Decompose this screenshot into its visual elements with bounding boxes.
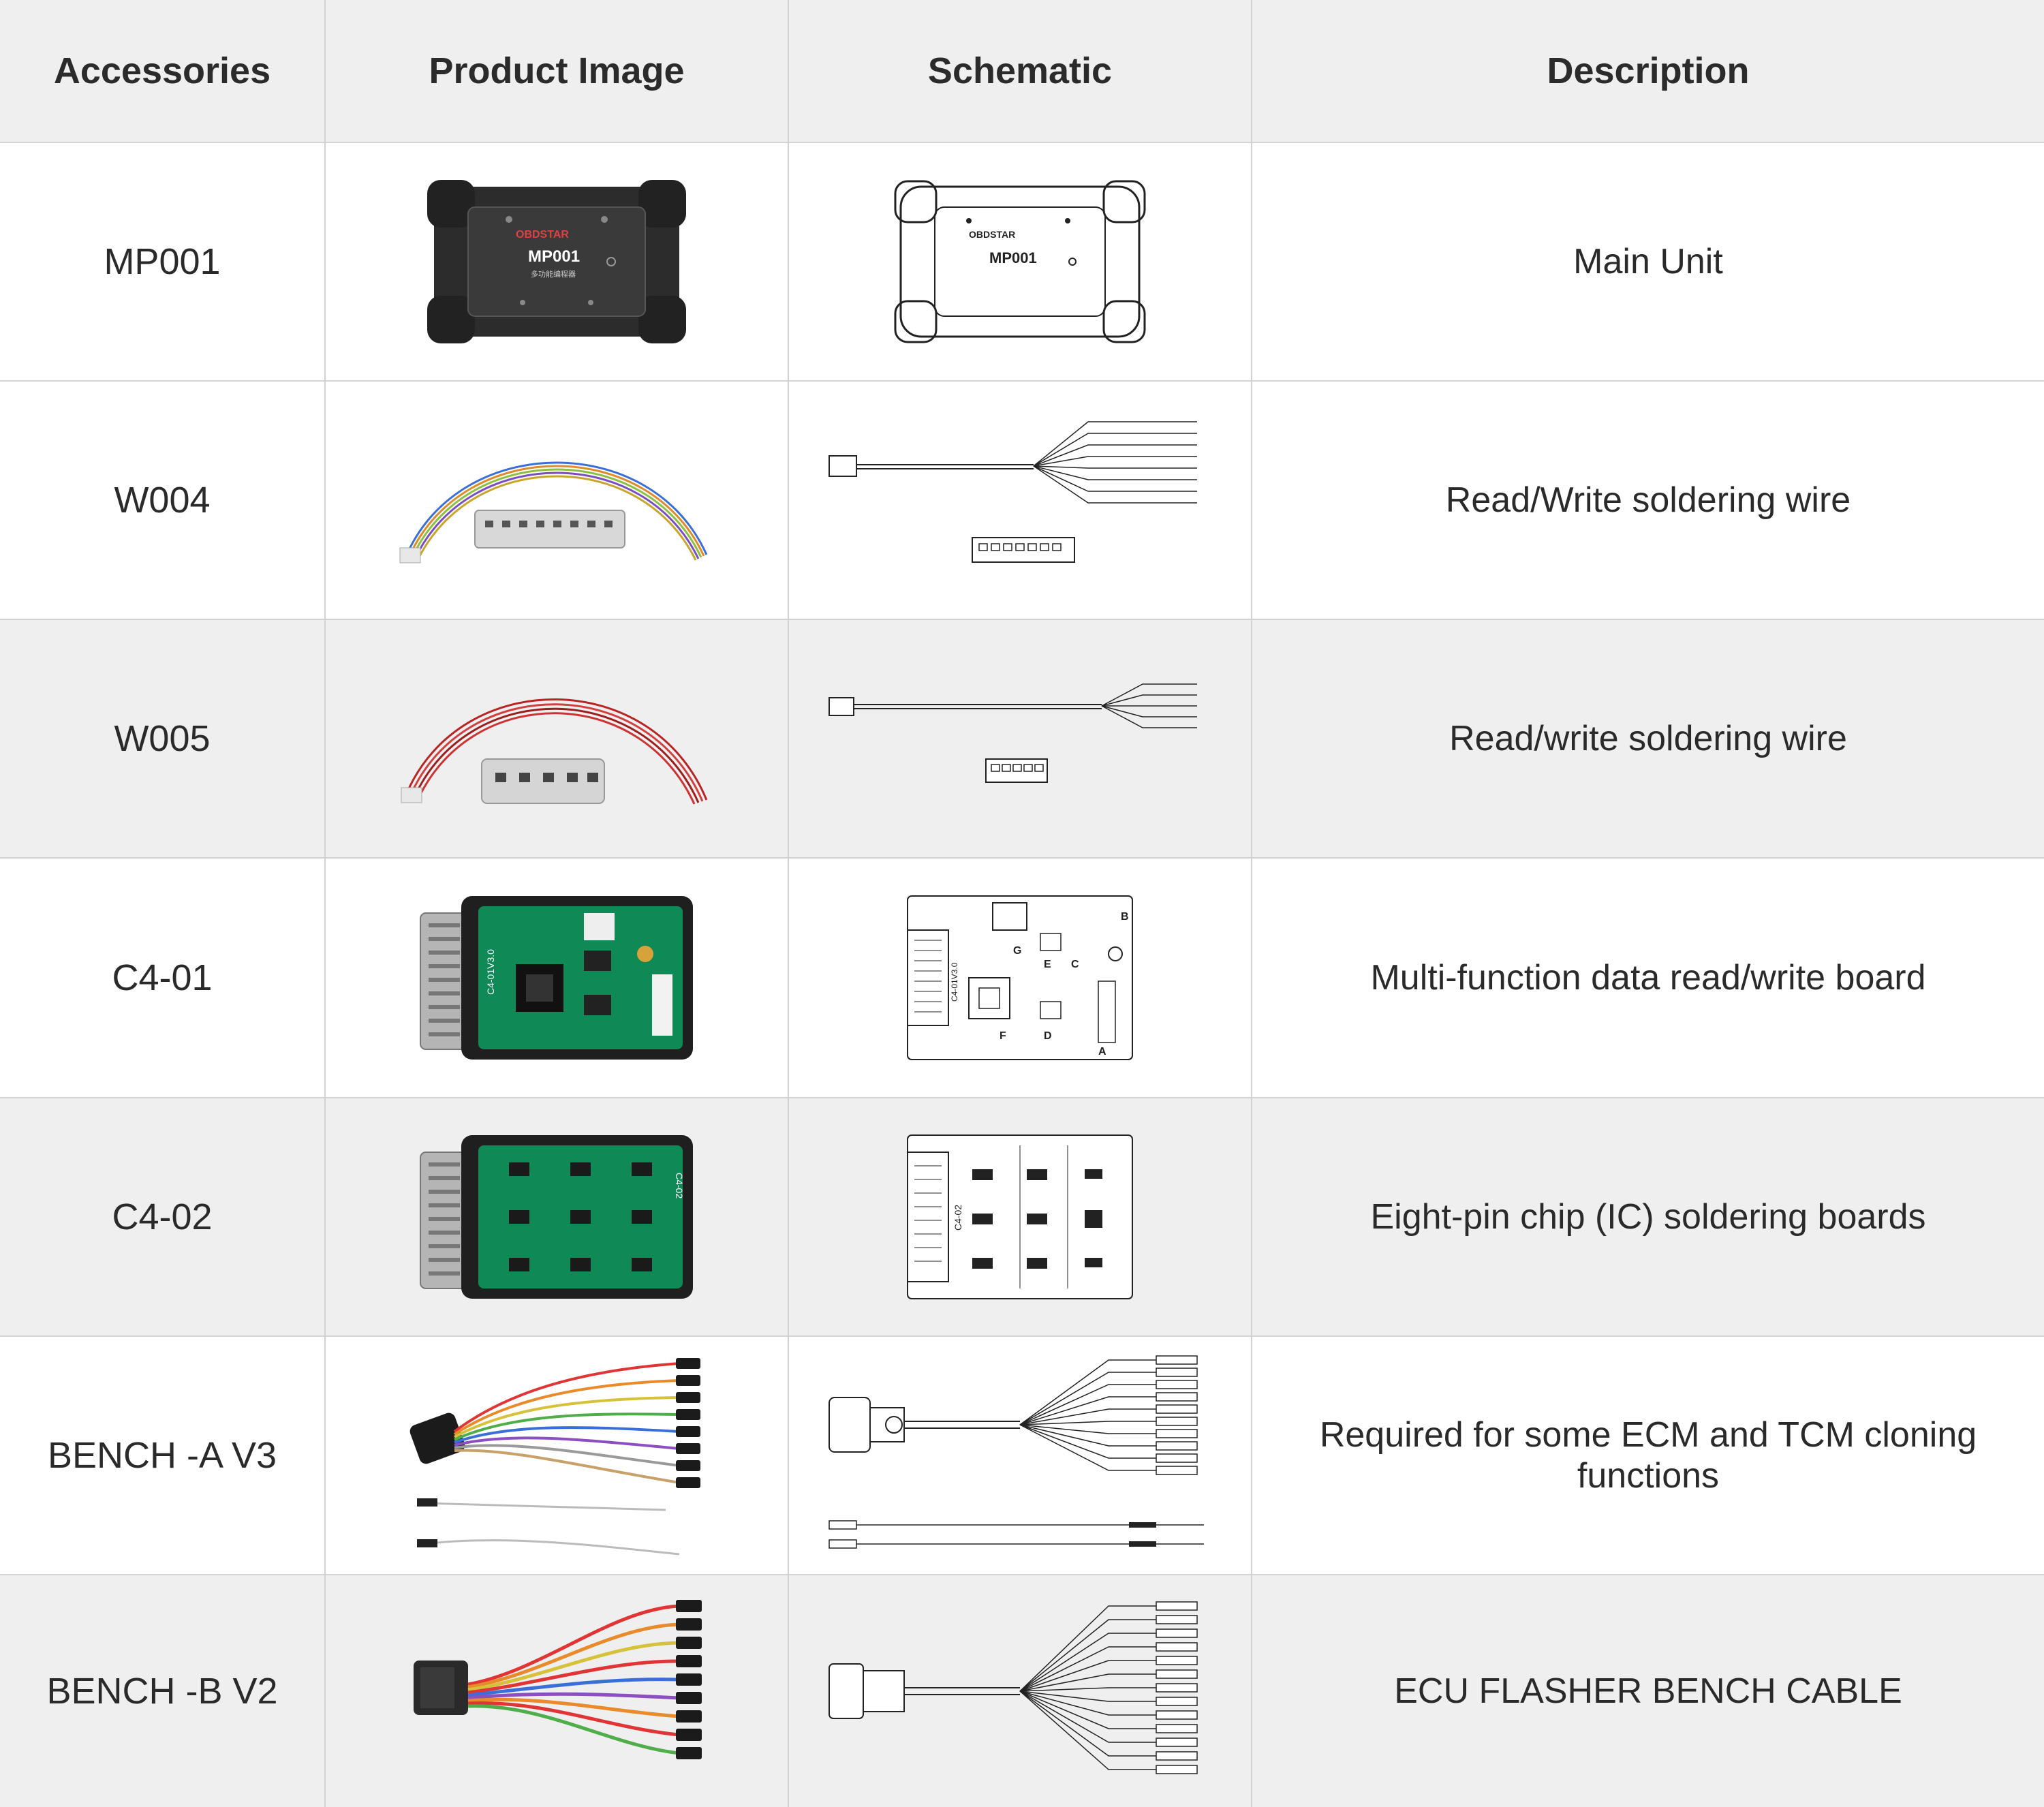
product-image-bench-a-v3 [326, 1337, 789, 1574]
header-description: Description [1547, 50, 1750, 91]
accessory-description: Eight-pin chip (IC) soldering boards [1370, 1197, 1926, 1237]
svg-text:多功能编程器: 多功能编程器 [531, 269, 576, 279]
w004-wire-image [399, 461, 708, 563]
product-image-c4-02: C4-02 [326, 1098, 789, 1335]
svg-text:OBDSTAR: OBDSTAR [969, 229, 1015, 240]
bench-a-v3-cable-image [409, 1358, 700, 1556]
w005-schematic [829, 683, 1197, 783]
svg-text:C4-02: C4-02 [674, 1173, 685, 1199]
product-image-mp001: OBDSTAR MP001 多功能编程器 [326, 143, 789, 380]
accessory-description: Main Unit [1573, 242, 1723, 281]
bench-a-v3-schematic [829, 1355, 1204, 1549]
svg-text:F: F [1000, 1030, 1006, 1042]
accessory-description: Read/write soldering wire [1449, 719, 1847, 758]
table-header-row: Accessories Product Image Schematic Desc… [0, 0, 2044, 143]
product-image-c4-01: C4-01V3.0 [326, 859, 789, 1097]
svg-text:C4-01V3.0: C4-01V3.0 [485, 949, 496, 995]
header-product-image: Product Image [326, 0, 789, 142]
bench-b-v2-schematic [829, 1601, 1198, 1774]
product-image-w004 [326, 382, 789, 619]
table-row: BENCH -B V2 [0, 1575, 2044, 1807]
c4-02-board-image: C4-02 [420, 1135, 693, 1299]
schematic-mp001: OBDSTAR MP001 [789, 143, 1252, 380]
schematic-bench-a-v3 [789, 1337, 1252, 1574]
c4-01-schematic: C4-01V3.0 G E C B F D A [907, 895, 1133, 1060]
svg-text:B: B [1121, 911, 1129, 923]
accessory-name: C4-02 [0, 1098, 326, 1335]
accessory-description: Required for some ECM and TCM cloning fu… [1319, 1415, 1977, 1496]
table-row: W004 [0, 382, 2044, 620]
svg-text:G: G [1013, 945, 1021, 957]
svg-text:D: D [1044, 1030, 1052, 1042]
header-schematic: Schematic [789, 0, 1252, 142]
schematic-bench-b-v2 [789, 1575, 1252, 1807]
table-row: C4-01 C4-01V3.0 [0, 859, 2044, 1098]
schematic-w005 [789, 620, 1252, 857]
table-row: W005 [0, 620, 2044, 859]
product-image-bench-b-v2 [326, 1575, 789, 1807]
accessory-name: BENCH -B V2 [0, 1575, 326, 1807]
mp001-device-image: OBDSTAR MP001 多功能编程器 [427, 180, 686, 343]
svg-text:MP001: MP001 [528, 247, 580, 266]
mp001-schematic: OBDSTAR MP001 [894, 180, 1146, 343]
svg-text:OBDSTAR: OBDSTAR [516, 229, 569, 241]
accessory-name: MP001 [0, 143, 326, 380]
accessory-name: C4-01 [0, 859, 326, 1097]
product-image-w005 [326, 620, 789, 857]
w004-schematic [829, 421, 1197, 563]
accessory-description: Multi-function data read/write board [1370, 958, 1926, 998]
table-row: BENCH -A V3 [0, 1337, 2044, 1575]
svg-text:E: E [1044, 959, 1051, 970]
c4-02-schematic: C4-02 [907, 1134, 1133, 1299]
accessory-name: W004 [0, 382, 326, 619]
schematic-c4-01: C4-01V3.0 G E C B F D A [789, 859, 1252, 1097]
bench-b-v2-cable-image [414, 1600, 702, 1759]
accessory-name: BENCH -A V3 [0, 1337, 326, 1574]
svg-text:C4-02: C4-02 [953, 1205, 963, 1231]
header-accessories: Accessories [0, 0, 326, 142]
svg-text:C: C [1071, 959, 1079, 970]
svg-text:MP001: MP001 [989, 249, 1037, 266]
schematic-w004 [789, 382, 1252, 619]
accessory-description: Read/Write soldering wire [1445, 480, 1851, 520]
c4-01-board-image: C4-01V3.0 [420, 896, 693, 1060]
table-row: C4-02 C4-02 [0, 1098, 2044, 1337]
accessory-name: W005 [0, 620, 326, 857]
accessory-description: ECU FLASHER BENCH CABLE [1394, 1671, 1902, 1711]
table-row: MP001 OBDSTAR MP001 多功能编程器 [0, 143, 2044, 382]
schematic-c4-02: C4-02 [789, 1098, 1252, 1335]
w005-wire-image [401, 698, 708, 805]
svg-text:C4-01V3.0: C4-01V3.0 [950, 962, 959, 1002]
svg-text:A: A [1098, 1046, 1106, 1057]
